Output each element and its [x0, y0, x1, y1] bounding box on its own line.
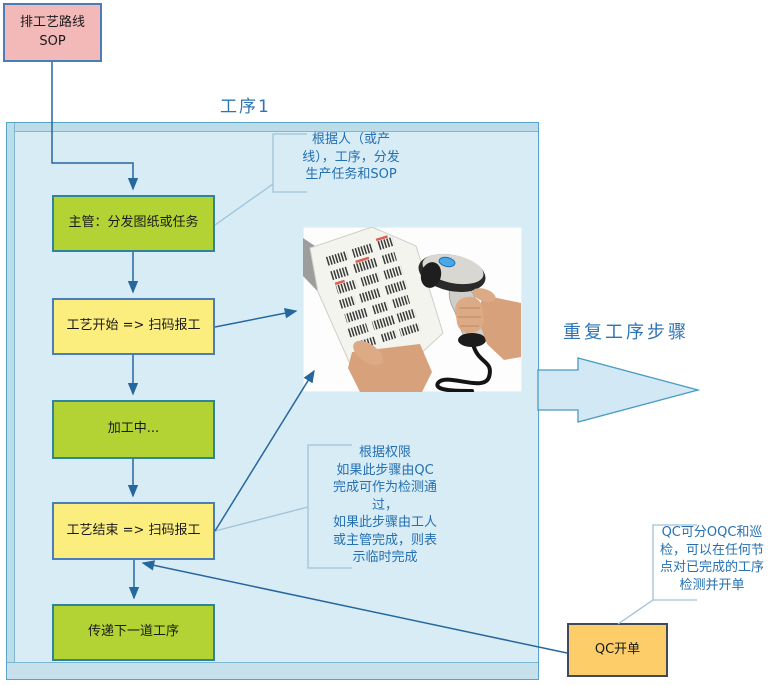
node-qc-ticket[interactable]: QC开单 [567, 623, 668, 677]
repeat-steps-label: 重复工序步骤 [563, 322, 689, 343]
node-process-start-label: 工艺开始 => 扫码报工 [66, 318, 201, 334]
node-process-start[interactable]: 工艺开始 => 扫码报工 [52, 298, 215, 355]
node-processing[interactable]: 加工中... [52, 400, 215, 459]
node-pass-next[interactable]: 传递下一道工序 [52, 604, 215, 661]
finger-lines [458, 307, 481, 327]
note-dispatch[interactable]: 根据人（或产 线），工序，分发 生产任务和SOP [302, 132, 400, 182]
node-processing-label: 加工中... [107, 421, 160, 437]
note-qc[interactable]: QC可分OQC和巡 检，可以在任何节 点对已完成的工序 检测并开单 [659, 525, 764, 593]
scanner-base [458, 333, 486, 347]
right-hand-fingers [455, 296, 484, 334]
node-supervisor[interactable]: 主管：分发图纸或任务 [52, 195, 215, 252]
node-sop-label: 排工艺路线 SOP [19, 14, 85, 49]
node-pass-next-label: 传递下一道工序 [87, 624, 179, 640]
right-hand-palm [477, 295, 521, 360]
node-sop[interactable]: 排工艺路线 SOP [3, 3, 102, 62]
scanner-window [420, 262, 442, 288]
container-bottom-band [7, 662, 538, 679]
node-process-end-label: 工艺结束 => 扫码报工 [66, 522, 201, 538]
barcode-scan-photo[interactable] [303, 227, 522, 392]
left-thumb [353, 340, 383, 366]
right-thumb [472, 288, 496, 302]
repeat-block-arrow[interactable] [537, 357, 701, 423]
barcode-rows [324, 235, 421, 350]
container-top-band [7, 123, 538, 132]
callout-qc-line [617, 599, 654, 625]
container-title: 工序1 [220, 97, 271, 117]
scanner-cable [435, 342, 492, 392]
node-process-end[interactable]: 工艺结束 => 扫码报工 [52, 502, 215, 560]
note-permission[interactable]: 根据权限 如果此步骤由QC 完成可作为检测通 过， 如果此步骤由工人 或主管完成… [332, 445, 437, 565]
node-supervisor-label: 主管：分发图纸或任务 [68, 215, 199, 231]
scanner-led [438, 256, 456, 268]
container-left-band [7, 123, 15, 679]
node-qc-ticket-label: QC开单 [594, 641, 641, 657]
